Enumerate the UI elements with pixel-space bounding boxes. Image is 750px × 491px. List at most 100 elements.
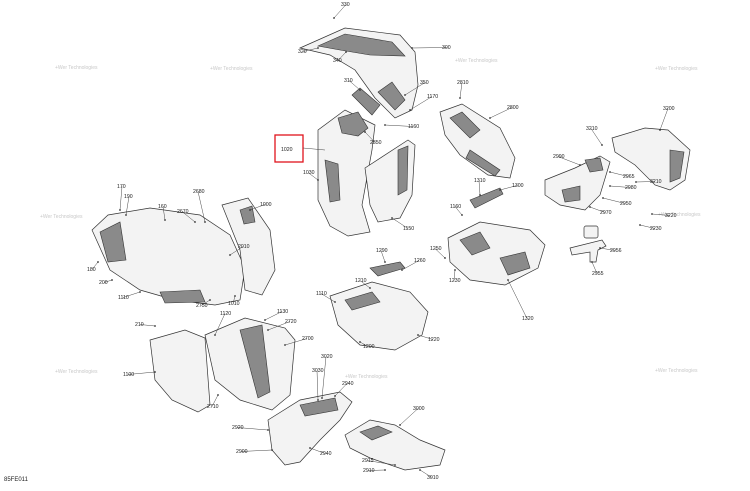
watermark-text: +Wer Technologies	[210, 66, 253, 72]
leader-dot	[639, 224, 641, 226]
leader-dot	[599, 247, 601, 249]
watermark-text: +Wer Technologies	[455, 58, 498, 64]
part-number-label: 1100	[123, 372, 134, 378]
part-number-label: 300	[442, 45, 451, 51]
watermark-text: +Wer Technologies	[655, 66, 698, 72]
part-panel-1000	[221, 197, 276, 296]
part-number-label: 1170	[427, 94, 438, 100]
leader-line	[200, 299, 211, 306]
part-number-label: 2710	[207, 404, 219, 410]
leader-dot	[334, 395, 336, 397]
part-number-label: 2990	[553, 154, 565, 160]
leader-dot	[384, 124, 386, 126]
leader-dot	[364, 131, 366, 133]
part-number-label: 2950	[620, 201, 632, 207]
watermarks: +Wer Technologies +Wer Technologies +Wer…	[40, 58, 701, 380]
leader-dot	[419, 469, 421, 471]
leader-line	[284, 338, 308, 346]
leader-line	[359, 341, 369, 347]
leader-dot	[444, 257, 446, 259]
part-number-label: 2965	[623, 174, 635, 180]
part-number-label: 2900	[236, 449, 248, 455]
part-fender-2900	[267, 391, 353, 466]
leader-line	[320, 293, 336, 303]
part-number-label: 1220	[428, 337, 440, 343]
part-number-label: 2980	[625, 185, 637, 191]
part-number-label: 2010	[238, 244, 250, 250]
leader-line	[364, 131, 376, 143]
leader-dot	[249, 209, 251, 211]
leader-line	[489, 107, 513, 119]
leader-dot	[461, 214, 463, 216]
leader-line	[401, 260, 420, 271]
part-number-label: 2915	[362, 458, 374, 464]
leader-line	[453, 269, 456, 281]
part-panel-2700	[204, 317, 296, 411]
part-number-label: 3210	[586, 126, 598, 132]
leader-line	[321, 356, 327, 399]
part-cover-3200	[611, 127, 691, 191]
part-panel-1150	[364, 139, 416, 223]
part-number-label: 320	[298, 49, 307, 55]
leader-dot	[489, 117, 491, 119]
part-number-label: 200	[99, 280, 108, 286]
leader-dot	[345, 51, 347, 53]
leader-line	[91, 261, 99, 270]
leader-line	[391, 217, 409, 229]
part-number-label: 3200	[663, 106, 675, 112]
leader-dot	[267, 329, 269, 331]
leader-dot	[154, 371, 156, 373]
leader-dot	[217, 394, 219, 396]
part-number-label: 1000	[260, 202, 272, 208]
leader-dot	[499, 189, 501, 191]
part-number-label: 3000	[413, 406, 425, 412]
part-number-label: 2850	[370, 140, 382, 146]
leader-dot	[264, 319, 266, 321]
part-panel-3000	[344, 419, 446, 471]
part-number-label: 1150	[403, 226, 414, 232]
leader-dot	[229, 254, 231, 256]
leader-line	[557, 156, 581, 166]
leader-line	[507, 279, 528, 319]
leader-line	[162, 206, 166, 221]
leader-dot	[591, 261, 593, 263]
leader-line	[499, 185, 518, 191]
part-console-1250	[447, 187, 546, 286]
leader-line	[419, 469, 433, 478]
part-number-label: 1120	[220, 311, 231, 317]
part-number-label: 1210	[355, 278, 367, 284]
part-number-label: 190	[124, 194, 133, 200]
part-bracket-2990	[544, 155, 611, 211]
leader-line	[366, 460, 396, 466]
leader-line	[302, 147, 326, 151]
leader-line	[181, 211, 196, 223]
part-number-label: 2750	[196, 303, 208, 309]
part-number-label: 160	[158, 204, 167, 210]
watermark-text: +Wer Technologies	[345, 374, 388, 380]
part-number-label: 3220	[665, 213, 677, 219]
leader-line	[211, 394, 219, 407]
leader-dot	[507, 279, 509, 281]
leader-dot	[271, 449, 273, 451]
highlight-box-1020	[274, 134, 304, 163]
part-number-label: 1260	[414, 258, 426, 264]
part-number-label: 1030	[303, 170, 315, 176]
part-number-label: 180	[87, 267, 96, 273]
part-number-label: 1010	[228, 301, 240, 307]
leader-line	[197, 191, 206, 223]
leader-dot	[479, 194, 481, 196]
part-number-label: 1300	[512, 183, 524, 189]
leader-dot	[409, 109, 411, 111]
part-number-label: 2910	[363, 468, 375, 474]
diagram-code: 85FE011	[4, 477, 29, 483]
watermark-text: +Wer Technologies	[55, 65, 98, 71]
leader-line	[127, 371, 156, 375]
leader-line	[635, 181, 656, 183]
leader-line	[609, 171, 629, 177]
leader-line	[609, 185, 631, 188]
leader-dot	[194, 221, 196, 223]
part-number-label: 2940	[342, 381, 354, 387]
leader-line	[411, 47, 448, 49]
watermark-text: +Wer Technologies	[658, 212, 701, 218]
